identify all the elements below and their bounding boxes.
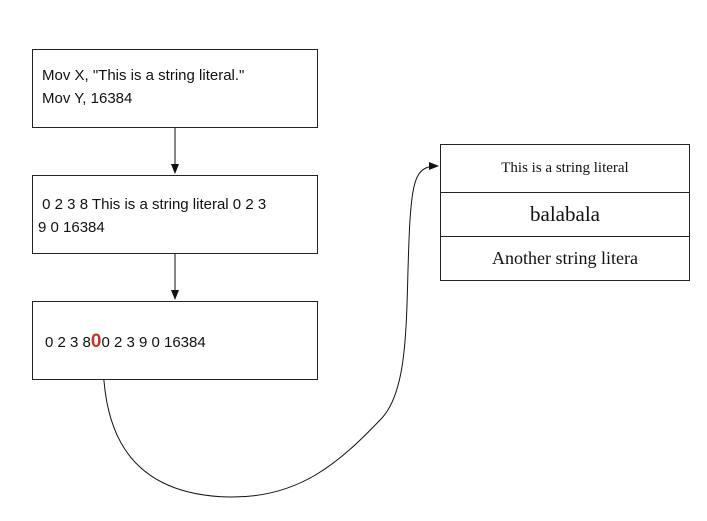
pointer-curve-to-string-table bbox=[102, 162, 439, 498]
pooled-suffix: 0 2 3 9 0 16384 bbox=[101, 334, 206, 351]
inline-string-box: 0 2 3 8 This is a string literal 0 2 3 9… bbox=[32, 175, 318, 254]
string-table: This is a string literal balabala Anothe… bbox=[440, 144, 690, 281]
pooled-prefix: 0 2 3 8 bbox=[45, 334, 91, 351]
source-code-box: Mov X, "This is a string literal." Mov Y… bbox=[32, 49, 318, 128]
string-table-row: balabala bbox=[441, 193, 689, 237]
inline-line-2: 9 0 16384 bbox=[38, 219, 105, 236]
inline-line-1: 0 2 3 8 This is a string literal 0 2 3 bbox=[38, 196, 267, 213]
string-table-row: This is a string literal bbox=[441, 145, 689, 193]
pooled-string-box: 0 2 3 800 2 3 9 0 16384 bbox=[32, 301, 318, 380]
string-pointer-highlight: 0 bbox=[90, 331, 102, 352]
source-line-1: Mov X, "This is a string literal." bbox=[42, 67, 245, 84]
pooled-line: 0 2 3 800 2 3 9 0 16384 bbox=[45, 330, 317, 354]
string-table-row: Another string litera bbox=[492, 248, 638, 268]
source-line-2: Mov Y, 16384 bbox=[42, 90, 133, 107]
